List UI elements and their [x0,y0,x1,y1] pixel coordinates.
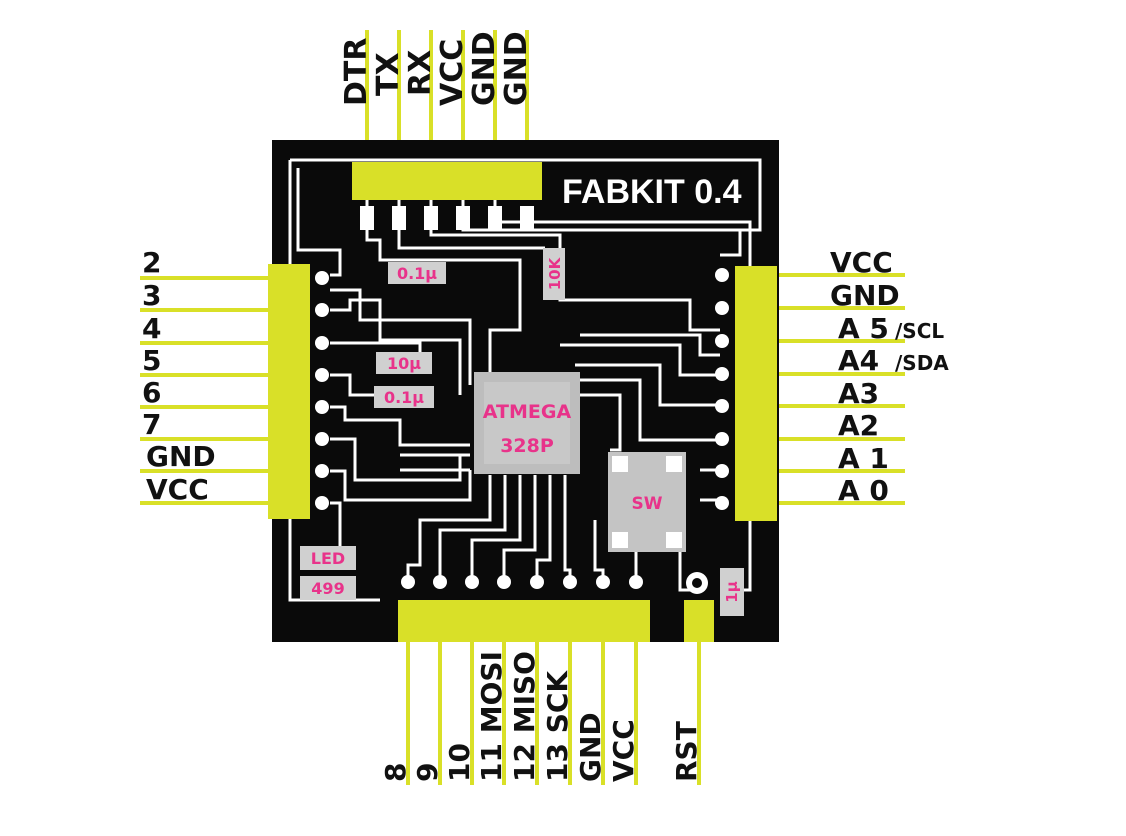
pin-label-gnd-left: GND [146,440,216,473]
pin-label-2: 2 [142,246,161,279]
pin-label-a5: A 5 [838,312,889,345]
right-pads [715,268,729,510]
pin-label-tx: TX [371,52,406,96]
led-label: LED [311,549,345,568]
top-header [352,162,542,200]
bottom-pin-leads [406,620,701,785]
cap-10u-bg [376,352,432,374]
left-pin-labels: 2 3 4 5 6 7 GND VCC [142,246,216,506]
pin-label-4: 4 [142,312,161,345]
cap-mid-bg [374,386,434,408]
pin-label-9: 9 [411,763,444,782]
cap-top-bg [388,262,446,284]
pin-label-8: 8 [379,763,412,782]
pin-label-11-mosi: 11 MOSI [475,651,508,782]
pin-label-a4: A4 [838,344,879,377]
pin-label-5: 5 [142,344,161,377]
pin-label-vcc-top: VCC [435,39,470,106]
top-pads [360,206,534,230]
cap-1u-label: 1μ [723,581,741,602]
resistor-499-label: 499 [311,579,344,598]
cap-10u-label: 10μ [387,354,421,373]
pin-label-gnd-right: GND [830,279,900,312]
pin-label-6: 6 [142,376,161,409]
chip-label-line2: 328P [500,435,554,457]
pin-label-rx: RX [403,50,438,96]
pin-label-7: 7 [142,408,161,441]
resistor-499-bg [300,576,356,600]
resistor-10k-bg [543,248,565,300]
pin-label-a2: A2 [838,409,879,442]
right-pin-labels: VCC GND A 5 /SCL A4 /SDA A3 A2 A 1 A 0 [830,246,949,507]
chip-label-line1: ATMEGA [483,401,572,423]
pin-label-a0: A 0 [838,474,889,507]
pin-label-10: 10 [443,743,476,782]
left-header [268,264,310,519]
pin-label-vcc-left: VCC [146,473,209,506]
top-pin-labels: DTR TX RX VCC GND GND [339,31,534,106]
cap-mid-label: 0.1μ [384,388,424,407]
board-title: FABKIT 0.4 [562,173,742,211]
pin-label-gnd-bottom: GND [574,712,607,782]
bottom-header [398,600,650,642]
pin-label-vcc-right: VCC [830,246,893,279]
led-bg [300,546,356,570]
bottom-pin-labels: 8 9 10 11 MOSI 12 MISO 13 SCK GND VCC RS… [379,651,703,782]
pin-label-13-sck: 13 SCK [541,670,574,782]
right-header [735,266,777,521]
pin-label-12-miso: 12 MISO [508,651,541,782]
pin-label-a4-sub: /SDA [895,351,949,375]
pin-label-gnd-top-1: GND [467,31,502,106]
bottom-pads [401,575,643,589]
pin-label-vcc-bottom: VCC [607,719,640,782]
pin-label-a3: A3 [838,377,879,410]
pin-label-dtr: DTR [339,38,374,106]
left-pads [315,271,329,510]
reset-header [684,600,714,642]
pin-label-a5-sub: /SCL [895,319,944,343]
switch-pads [612,456,682,548]
atmega-chip-inner [484,382,570,464]
pin-label-gnd-top-2: GND [499,31,534,106]
pin-label-a1: A 1 [838,442,889,475]
switch-label: SW [632,494,663,514]
cap-1u-bg [720,568,744,616]
reset-pad-hole [692,578,702,588]
pin-label-3: 3 [142,279,161,312]
pin-label-rst: RST [670,721,703,782]
resistor-10k-label: 10K [546,256,564,290]
cap-top-label: 0.1μ [397,264,437,283]
